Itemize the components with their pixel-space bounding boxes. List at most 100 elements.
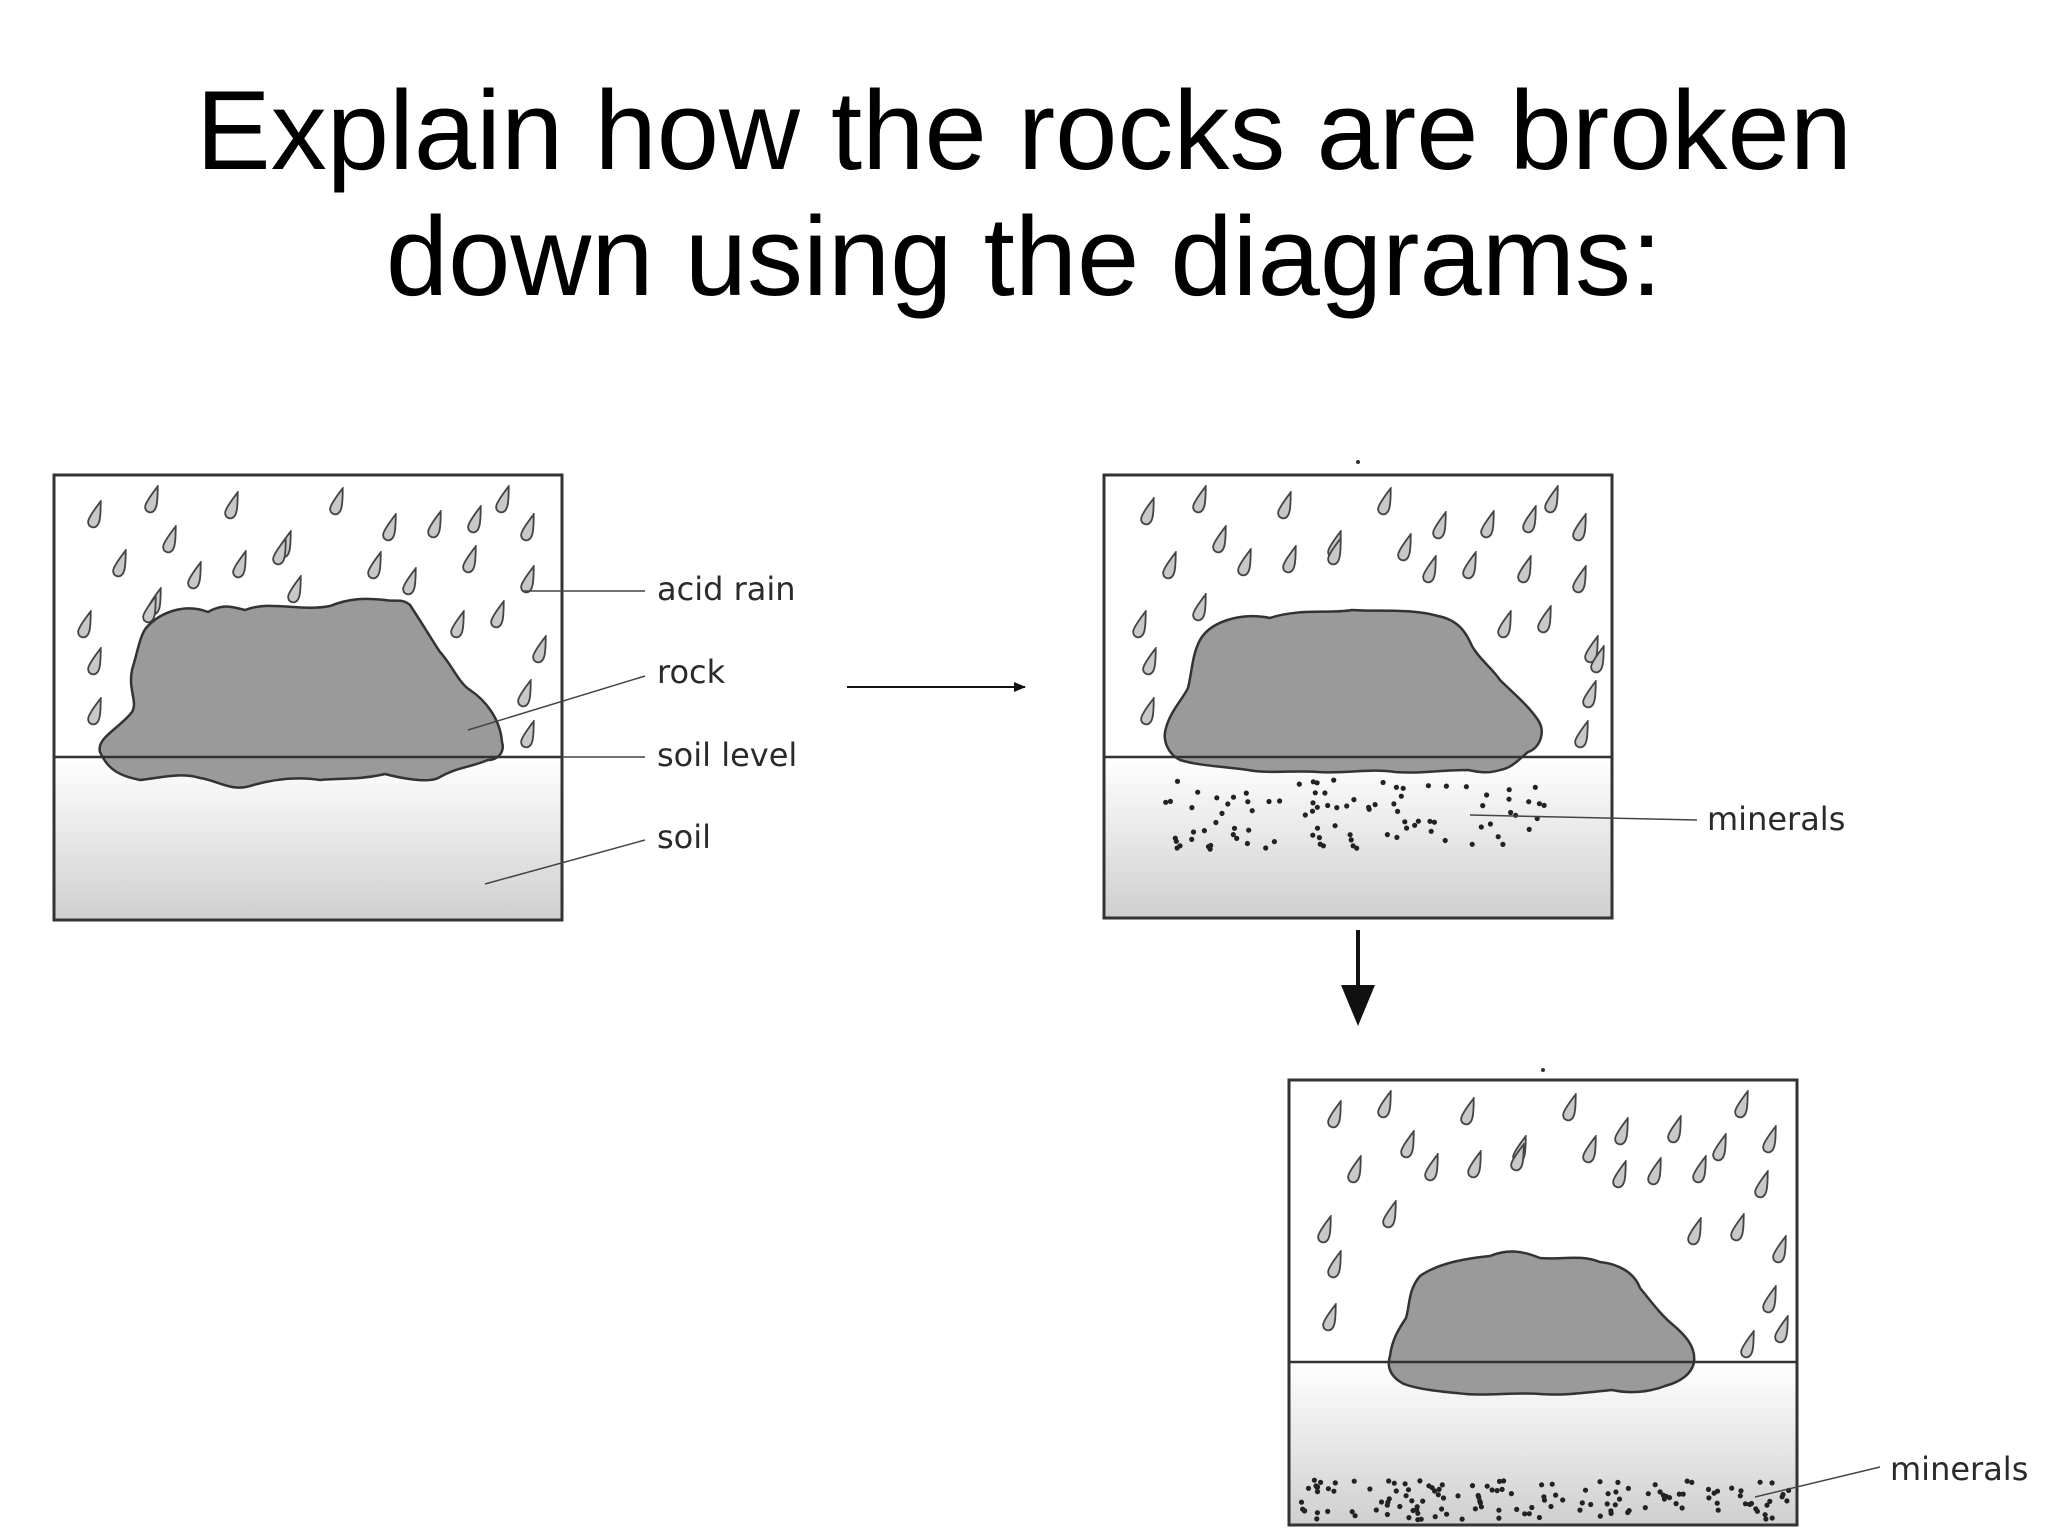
mineral-dot [1478,824,1484,830]
diagram-2-panel: minerals [1102,460,1845,920]
mineral-dot [1325,1486,1331,1492]
diagram-2-frame [1102,473,1614,920]
mineral-dot [1391,801,1397,807]
mineral-dot [1380,779,1386,786]
diagram-1-frame [52,473,564,922]
mineral-dot [1769,1515,1775,1521]
mineral-dot [1397,1503,1403,1510]
mineral-dot [1604,1501,1610,1507]
raindrop-icon [1282,545,1297,574]
mineral-dot [1506,796,1512,802]
minerals-leader-line-3 [1754,1466,1881,1498]
mineral-dot [1431,819,1437,825]
mineral-dot [1205,844,1212,850]
mineral-dot [1612,1502,1618,1508]
mineral-dot [1414,1504,1420,1510]
raindrop-icon [462,545,477,574]
mineral-dot [1213,819,1219,826]
raindrop-icon [162,525,177,554]
mineral-dot [1480,803,1486,809]
mineral-dot [1496,1507,1502,1513]
mineral-dot [1415,818,1421,824]
diagram-3-rock [1387,1250,1696,1396]
mineral-dot [1784,1498,1790,1504]
raindrop-icon [187,561,202,590]
mineral-dot [1541,802,1547,809]
raindrop-icon [287,575,302,604]
mineral-dot [1174,778,1181,784]
mineral-dot [1398,793,1404,799]
mineral-dot [1348,837,1354,843]
mineral-dot [1314,1489,1321,1495]
soil-label: soil [657,818,711,856]
mineral-dot [1384,1511,1390,1518]
mineral-dot [1657,1489,1663,1495]
diagram-1-soil [54,757,562,920]
mineral-dot [1432,1514,1438,1520]
mineral-dot [1762,1512,1768,1518]
mineral-dot [1266,798,1272,805]
raindrop-icon [1424,1153,1439,1182]
mineral-dot [1167,798,1173,805]
raindrop-icon [517,679,532,708]
mineral-dot [1350,843,1356,849]
raindrop-icon [1740,1330,1755,1359]
mineral-dot [1400,785,1406,791]
mineral-dot [1440,1495,1447,1501]
mineral-dot [1588,1501,1594,1508]
raindrop-icon [1132,610,1147,639]
diagram-3-top-dot [1541,1068,1545,1072]
mineral-dot [1508,809,1514,816]
mineral-dot [1553,1492,1559,1498]
raindrop-icon [1162,551,1177,580]
mineral-dot [1742,1501,1749,1507]
mineral-dot [1767,1498,1773,1504]
mineral-dot [1277,798,1283,804]
rock-leader-line [467,675,646,731]
mineral-dot [1757,1479,1763,1485]
mineral-dot [1298,1499,1305,1505]
mineral-dot [1189,836,1195,843]
mineral-dot [1243,790,1249,796]
mineral-dot [1487,821,1493,827]
mineral-dot [1384,832,1390,838]
mineral-dot [1435,1492,1441,1498]
mineral-dot [1378,1499,1385,1505]
mineral-dot [1344,803,1350,809]
mineral-dot [1605,1491,1611,1497]
raindrop-icon [1582,1135,1597,1164]
mineral-dot [1230,832,1236,838]
mineral-dot [1522,1511,1528,1517]
mineral-dot [1444,1511,1450,1517]
raindrop-icon [1582,680,1597,709]
mineral-dot [1386,1496,1392,1502]
raindrop-icon [1712,1133,1727,1162]
diagram-1-panel: acid rain rock soil level soil [52,473,797,922]
raindrop-icon [1432,511,1447,540]
mineral-dot [1427,818,1433,824]
mineral-dot [1395,808,1401,815]
mineral-dot [1714,1488,1721,1494]
mineral-dot [1320,843,1326,849]
raindrop-icon [1377,1090,1392,1119]
mineral-dot [1676,1491,1682,1497]
mineral-dot [1201,828,1207,834]
raindrop-icon [1687,1217,1702,1246]
raindrop-icon [1140,497,1155,526]
raindrop-icon [1327,1250,1342,1279]
mineral-dot [1394,834,1400,841]
mineral-dot [1469,841,1475,847]
mineral-dot [1684,1478,1690,1484]
mineral-dot [1426,1483,1432,1489]
mineral-dot [1402,1481,1408,1487]
raindrop-icon [1647,1157,1662,1186]
mineral-dot [1526,799,1532,805]
mineral-dot [1314,1510,1320,1516]
minerals-leader-line-2 [1469,814,1698,821]
mineral-dot [1560,1497,1566,1503]
raindrop-icon [367,551,382,580]
mineral-dot [1689,1479,1695,1485]
mineral-dot [1729,1485,1735,1491]
mineral-dot [1325,802,1331,809]
mineral-dot [1436,1486,1442,1492]
